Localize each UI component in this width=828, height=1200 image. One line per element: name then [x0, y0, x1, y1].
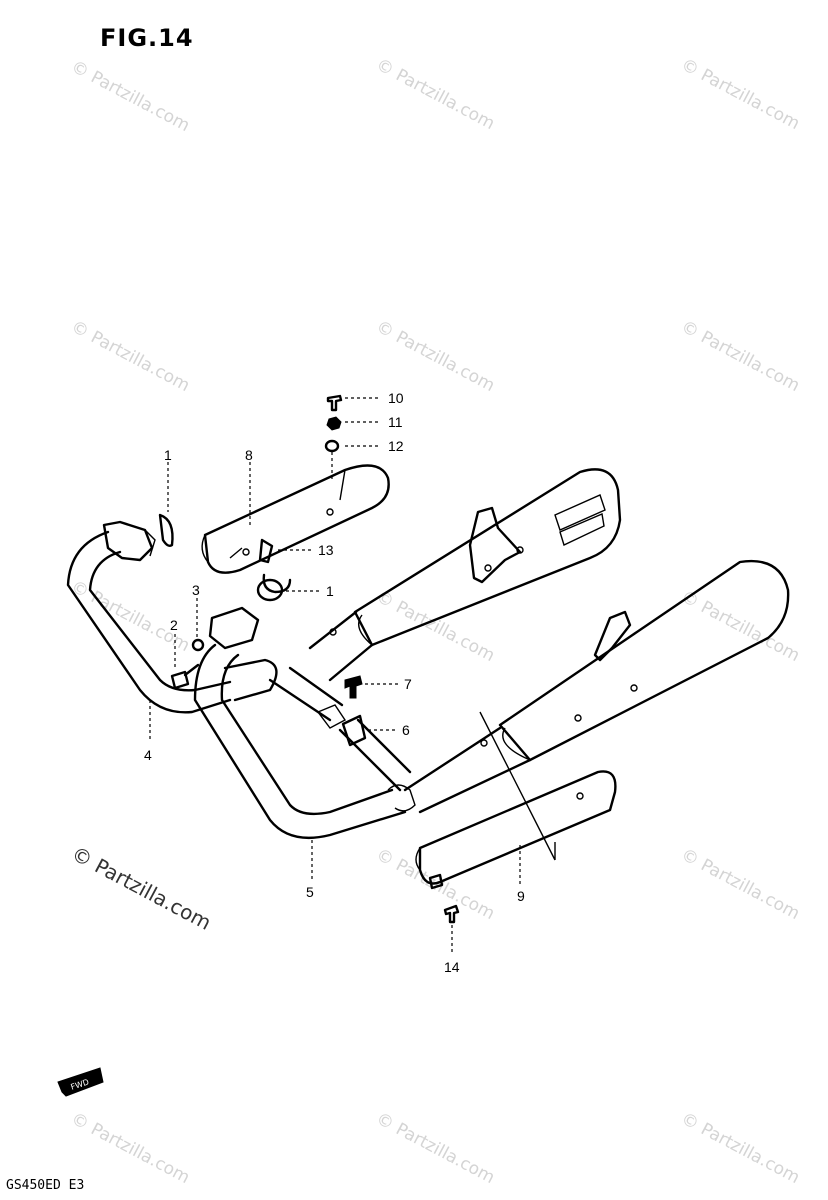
watermark: © Partzilla.com	[373, 1109, 498, 1188]
callout-9: 9	[517, 888, 525, 904]
callout-3: 3	[192, 582, 200, 598]
heat-shield-9	[415, 770, 617, 890]
heat-shield-8	[201, 464, 390, 574]
part-7-bolt	[344, 675, 363, 699]
model-code: GS450ED E3	[6, 1178, 85, 1193]
watermark: © Partzilla.com	[373, 55, 498, 134]
muffler-upper	[308, 468, 622, 682]
figure-title: FIG.14	[100, 24, 194, 52]
callout-14: 14	[444, 959, 460, 975]
watermark: © Partzilla.com	[68, 317, 193, 396]
watermark: © Partzilla.com	[678, 317, 803, 396]
watermark: © Partzilla.com	[678, 55, 803, 134]
part-2-bolt	[170, 663, 200, 690]
part-13-clamp	[262, 573, 292, 594]
watermark-layer: © Partzilla.com © Partzilla.com © Partzi…	[68, 55, 803, 1188]
part-12-washer	[324, 439, 340, 453]
watermark: © Partzilla.com	[68, 841, 216, 935]
callout-2: 2	[170, 617, 178, 633]
part-10-bolt	[326, 394, 343, 412]
muffler-lower	[403, 559, 790, 814]
watermark: © Partzilla.com	[373, 587, 498, 666]
callout-4: 4	[144, 747, 152, 763]
part-3-washer	[191, 638, 205, 652]
callout-10: 10	[388, 390, 404, 406]
forward-arrow-icon: FWD	[57, 1067, 104, 1097]
part-14-screw	[443, 904, 460, 924]
watermark: © Partzilla.com	[678, 845, 803, 924]
part-1-gasket	[256, 578, 284, 602]
watermark: © Partzilla.com	[678, 587, 803, 666]
callout-6: 6	[402, 722, 410, 738]
callout-13: 13	[318, 542, 334, 558]
callout-1-upper: 1	[164, 447, 172, 463]
callout-12: 12	[388, 438, 404, 454]
exhaust-pipe-4	[66, 513, 232, 714]
exhaust-pipe-5	[193, 606, 416, 839]
callout-5: 5	[306, 884, 314, 900]
callout-8: 8	[245, 447, 253, 463]
watermark: © Partzilla.com	[68, 57, 193, 136]
watermark: © Partzilla.com	[678, 1109, 803, 1188]
callout-11: 11	[388, 414, 403, 430]
callout-labels: 10 11 12 1 8 13 1 3 2 4 7 6 5 9 14	[144, 390, 525, 975]
callout-1-lower: 1	[326, 583, 334, 599]
leader-lines	[149, 397, 556, 955]
hardware-parts	[170, 394, 460, 924]
watermark: © Partzilla.com	[373, 317, 498, 396]
callout-7: 7	[404, 676, 412, 692]
part-11-nut	[326, 416, 342, 431]
watermark: © Partzilla.com	[68, 1109, 193, 1188]
